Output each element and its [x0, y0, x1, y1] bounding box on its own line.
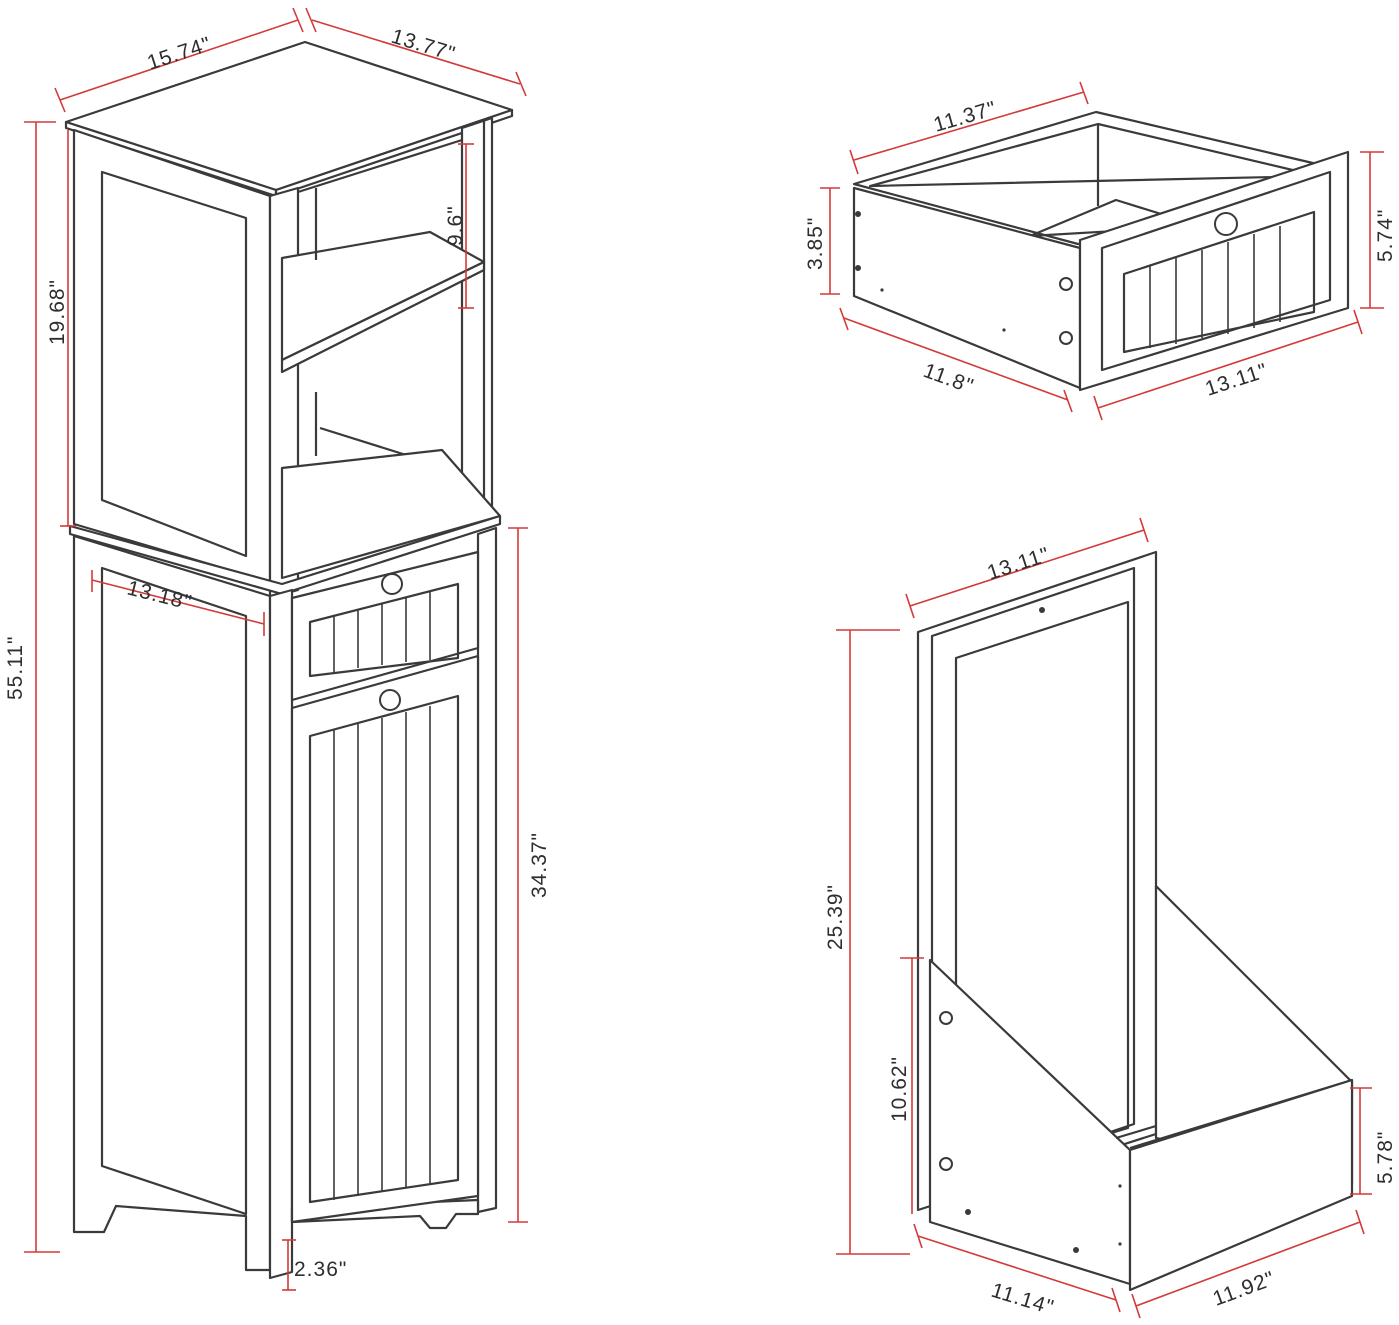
label-hamper-side-height: 10.62" [888, 1056, 911, 1122]
label-cabinet-lower-height: 34.37" [528, 832, 551, 898]
label-hamper-depth: 11.14" [989, 1279, 1057, 1320]
label-hamper-width: 13.11" [984, 543, 1052, 585]
drawer-knob [381, 573, 403, 595]
label-cabinet-total-height: 55.11" [4, 636, 27, 700]
hamper-dimensions [836, 517, 1372, 1319]
door-knob [379, 689, 401, 711]
hamper-front-panel [1128, 1078, 1354, 1292]
cabinet-dimensions [24, 7, 528, 1291]
drawer-drawing [852, 110, 1350, 392]
cabinet-drawer-front [290, 550, 480, 702]
drawer-front-knob [1214, 212, 1238, 236]
label-cabinet-upper-height: 19.68" [46, 279, 69, 345]
label-hamper-front-width: 11.92" [1210, 1267, 1278, 1311]
label-cabinet-foot-height: 2.36" [294, 1258, 347, 1281]
drawer-front-panel [1078, 150, 1350, 392]
cabinet-shelf [280, 230, 486, 362]
cabinet-upper-side [72, 128, 272, 584]
label-cabinet-top-width: 15.74" [144, 32, 214, 74]
cabinet-drawing [64, 40, 514, 1280]
label-drawer-depth: 11.8" [920, 359, 977, 398]
label-hamper-front-height: 5.78" [1374, 1131, 1397, 1184]
hamper-drawing [916, 550, 1354, 1292]
drawer-dimensions [820, 81, 1384, 421]
label-drawer-inner-width: 11.37" [931, 97, 999, 137]
label-cabinet-shelf-gap: 9.6" [444, 205, 467, 246]
label-drawer-front-width: 13.11" [1202, 359, 1270, 401]
label-hamper-height: 25.39" [824, 884, 847, 950]
label-cabinet-top-depth: 13.77" [389, 25, 459, 66]
label-drawer-front-height: 5.74" [1374, 209, 1397, 262]
cabinet-door [290, 654, 480, 1224]
cabinet-lower-side [72, 534, 272, 1272]
label-drawer-side-height: 3.85" [804, 217, 827, 270]
